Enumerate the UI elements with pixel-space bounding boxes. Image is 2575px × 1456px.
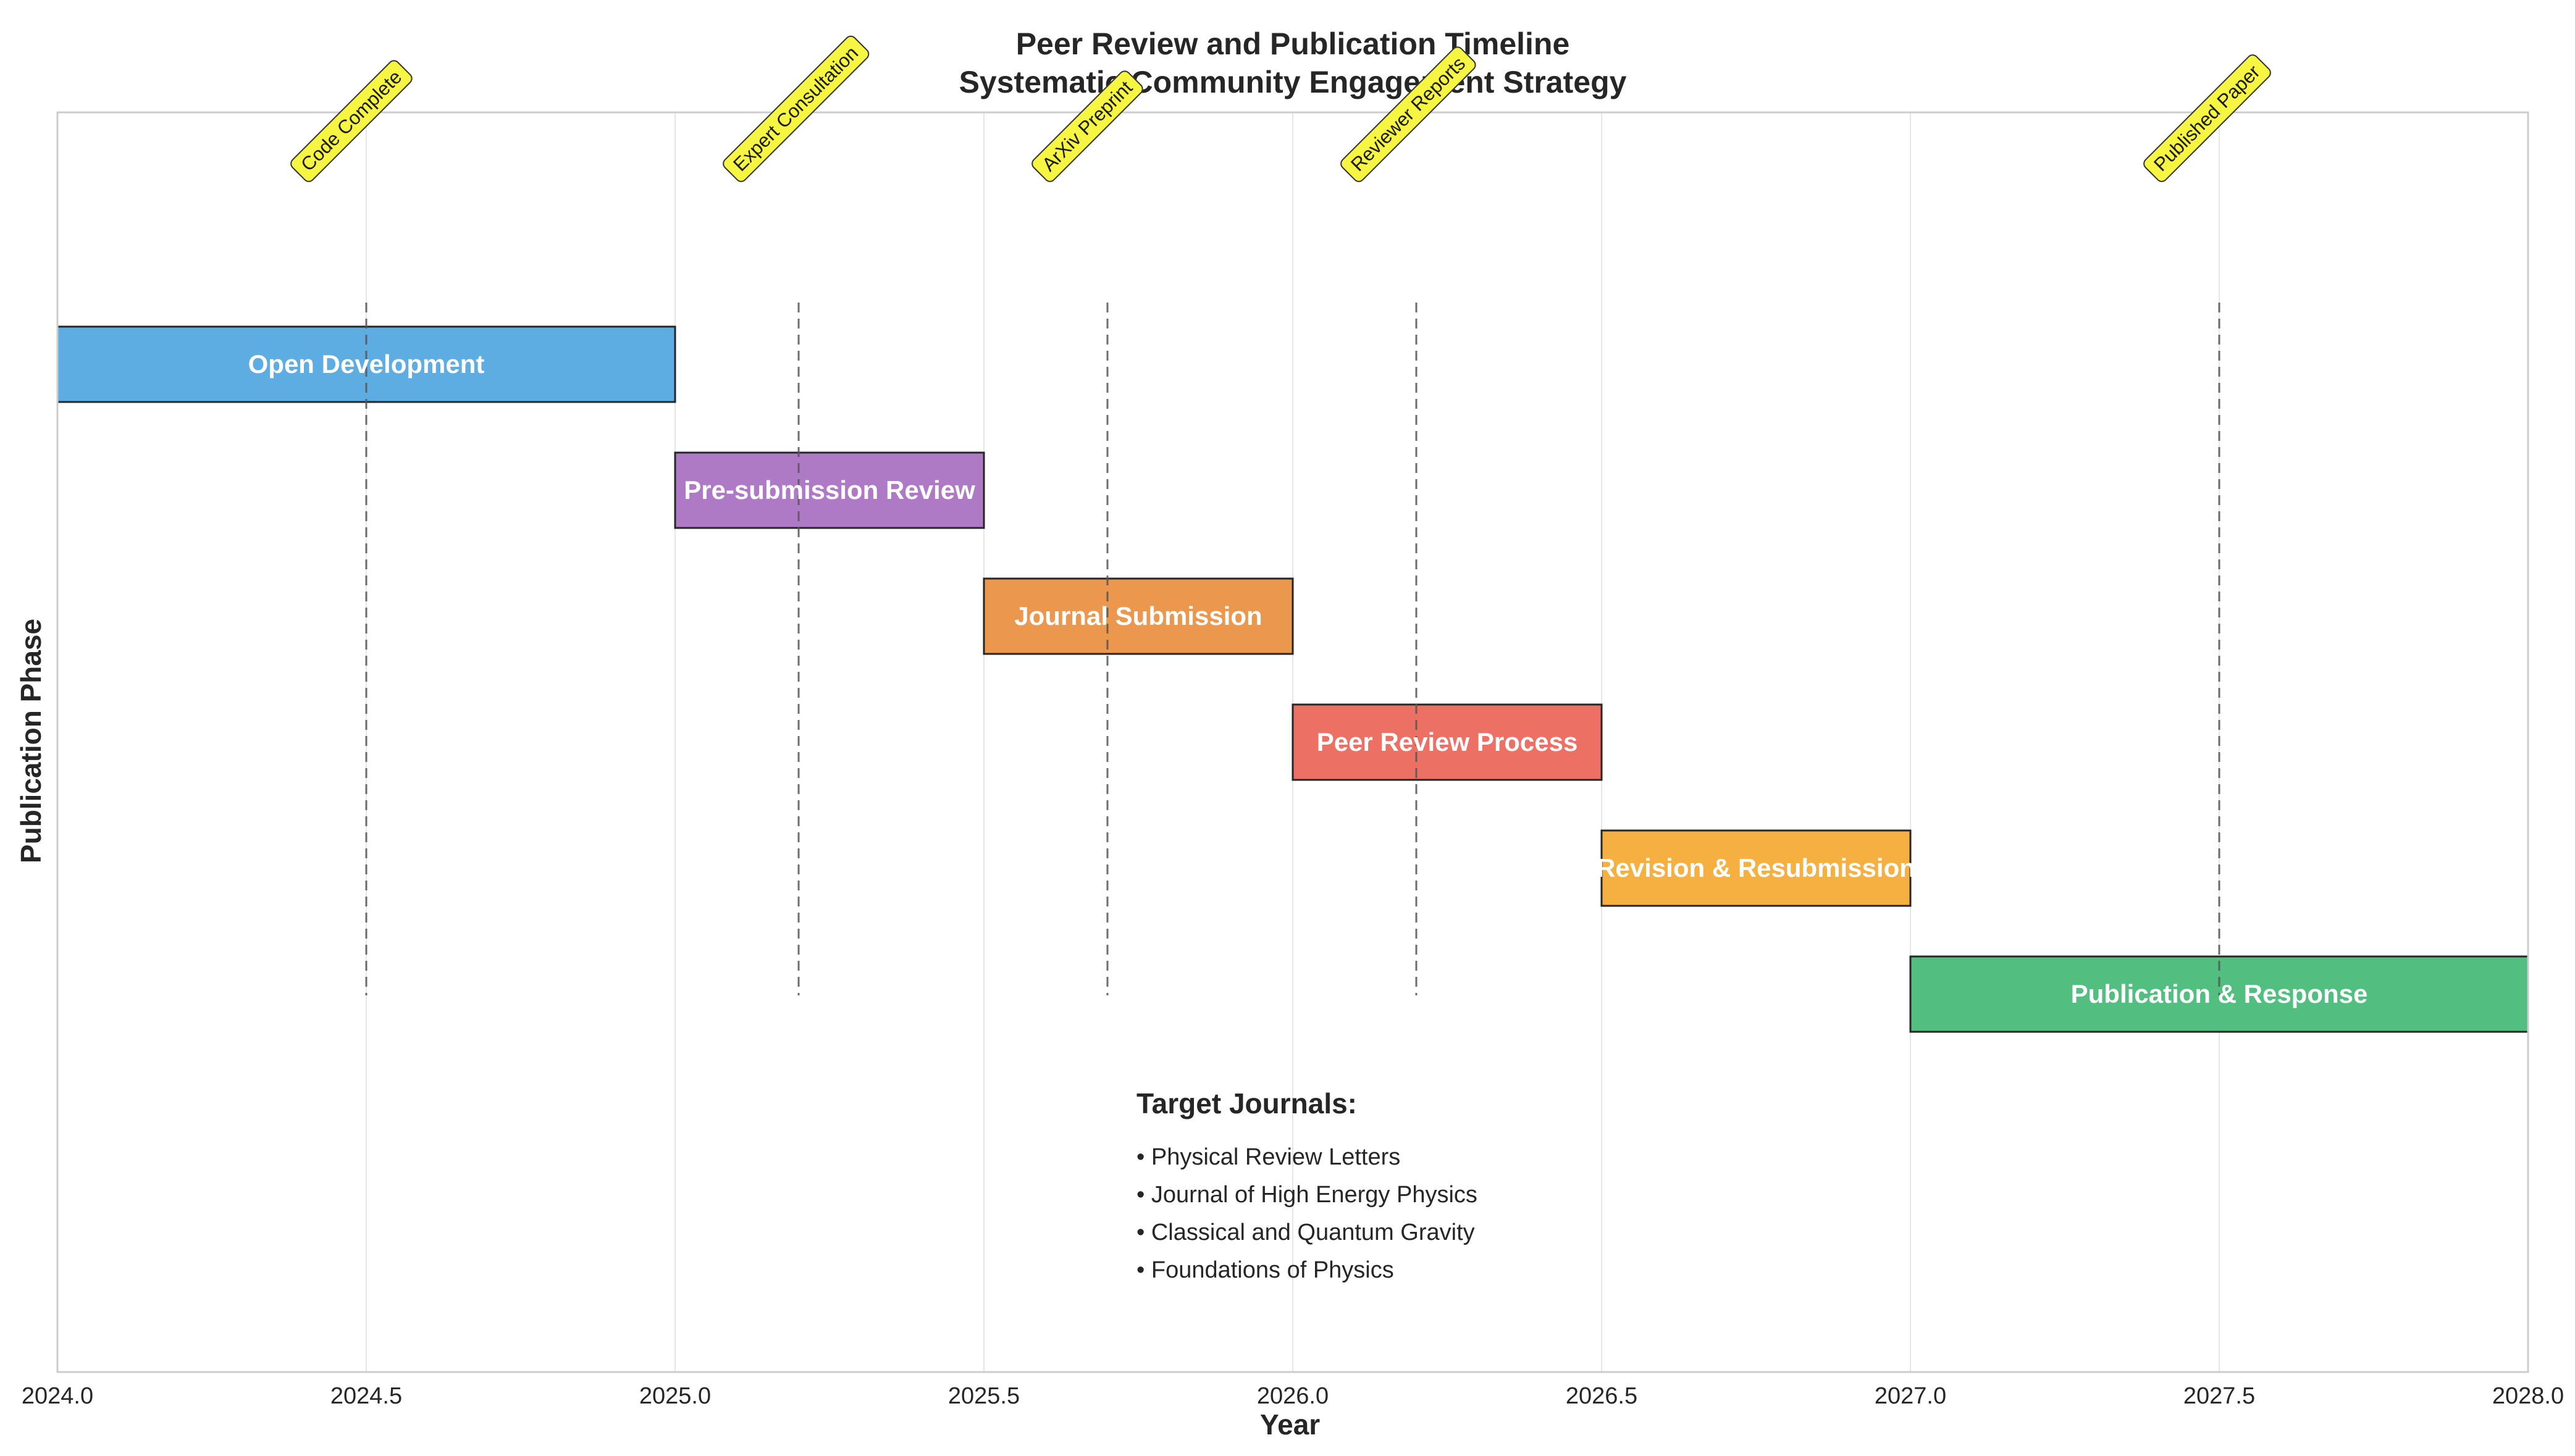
chart-title: Peer Review and Publication Timeline xyxy=(1015,27,1570,61)
x-tick-label: 2024.5 xyxy=(330,1383,403,1409)
x-tick-label: 2025.5 xyxy=(947,1383,1020,1409)
chart-subtitle: Systematic Community Engagement Strategy xyxy=(959,65,1627,99)
target-journals-list: • Physical Review Letters • Journal of Hi… xyxy=(1136,1139,1477,1289)
journal-item: • Physical Review Letters xyxy=(1136,1144,1401,1170)
phase-label: Publication & Response xyxy=(2070,979,2368,1008)
phase-label: Revision & Resubmission xyxy=(1597,853,1915,882)
x-tick-label: 2027.0 xyxy=(1874,1383,1947,1409)
journal-item: • Journal of High Energy Physics xyxy=(1136,1182,1477,1208)
x-axis-title: Year xyxy=(1260,1408,1321,1441)
journal-item: • Classical and Quantum Gravity xyxy=(1136,1220,1475,1245)
phase-bar xyxy=(983,577,1294,655)
phase-label: Pre-submission Review xyxy=(684,475,975,504)
phase-label: Peer Review Process xyxy=(1316,727,1578,756)
phase-bar xyxy=(674,451,985,529)
journal-item: • Foundations of Physics xyxy=(1136,1257,1394,1283)
phase-label: Open Development xyxy=(248,349,485,379)
phase-bar xyxy=(1600,829,1912,907)
plot-frame xyxy=(56,111,2529,1373)
x-tick-label: 2024.0 xyxy=(21,1383,94,1409)
target-journals-annotation: Target Journals: • Physical Review Lette… xyxy=(1136,1087,1477,1289)
target-journals-heading: Target Journals: xyxy=(1136,1087,1357,1119)
x-tick-label: 2026.5 xyxy=(1565,1383,1638,1409)
y-axis-title: Publication Phase xyxy=(15,618,47,864)
x-tick-label: 2025.0 xyxy=(639,1383,712,1409)
x-tick-label: 2026.0 xyxy=(1256,1383,1329,1409)
x-tick-label: 2028.0 xyxy=(2492,1383,2564,1409)
phase-label: Journal Submission xyxy=(1014,601,1262,630)
phase-bar xyxy=(1292,703,1603,781)
x-tick-label: 2027.5 xyxy=(2183,1383,2256,1409)
